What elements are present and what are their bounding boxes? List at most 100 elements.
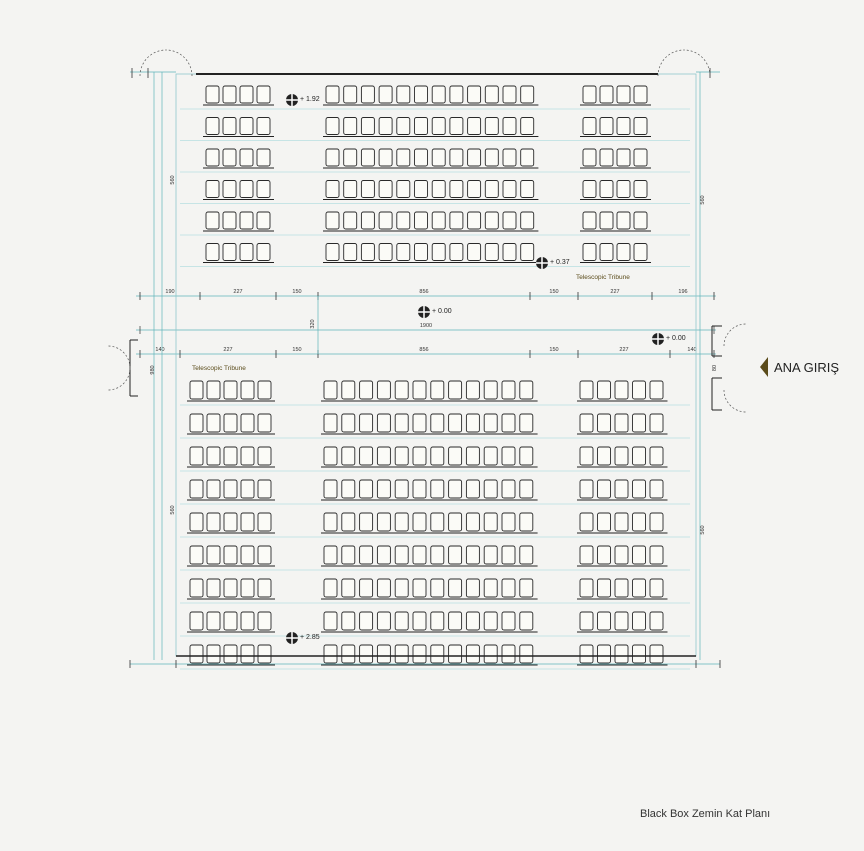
seat [414, 85, 428, 104]
seat [239, 180, 254, 198]
seat-row [321, 380, 538, 402]
seat [614, 446, 629, 466]
dimension-label: 227 [233, 289, 242, 295]
seat [360, 180, 375, 198]
seat [597, 644, 611, 664]
seat [257, 545, 272, 565]
seat [483, 413, 498, 433]
seat [257, 644, 272, 664]
seat [396, 243, 411, 261]
seat [341, 578, 356, 598]
seat [597, 611, 611, 631]
seat [431, 211, 446, 230]
seat [502, 211, 517, 230]
seat [616, 243, 631, 261]
level-marker: + 0.00 [418, 306, 452, 318]
seat [376, 578, 391, 598]
seat [359, 380, 374, 400]
seat [465, 545, 480, 565]
seat [189, 644, 204, 664]
seat [205, 211, 220, 230]
seat-row [323, 180, 539, 200]
seat [649, 446, 664, 466]
seat [189, 512, 204, 532]
seat [240, 380, 255, 400]
seat [520, 180, 535, 198]
seat [206, 446, 221, 466]
seat [378, 180, 393, 198]
seat [240, 446, 255, 466]
seat [579, 611, 594, 631]
seat [360, 85, 375, 104]
seat [632, 644, 646, 664]
seat [205, 243, 220, 261]
seat [223, 578, 238, 598]
seat [376, 380, 391, 400]
seat [633, 243, 648, 261]
seat [632, 512, 646, 532]
seat [448, 512, 463, 532]
seat-row [321, 545, 538, 567]
seat [257, 380, 272, 400]
seat-row [323, 85, 539, 106]
seat [449, 85, 464, 104]
seat [323, 446, 338, 466]
seat [579, 413, 594, 433]
seat [582, 211, 597, 230]
seat [223, 479, 238, 499]
seat [484, 117, 499, 135]
seat [449, 180, 464, 198]
seat [519, 644, 534, 664]
seat [360, 148, 375, 167]
dimension-label: 227 [610, 289, 619, 295]
level-marker: + 0.00 [652, 333, 686, 345]
seat [449, 148, 464, 167]
seat [323, 413, 338, 433]
seat [579, 446, 594, 466]
seat [222, 148, 237, 167]
seat [484, 85, 499, 104]
seat [632, 545, 646, 565]
seat [597, 512, 611, 532]
seat-row [577, 479, 668, 501]
seat [579, 644, 594, 664]
dimension-label: 856 [419, 347, 428, 353]
seat [520, 117, 535, 135]
dimension-label: 560 [700, 525, 706, 534]
seat [359, 413, 374, 433]
seat [649, 512, 664, 532]
level-marker: + 1.92 [286, 94, 320, 106]
seat [579, 545, 594, 565]
seat-row [321, 479, 538, 501]
seat [502, 117, 517, 135]
seat [448, 479, 463, 499]
seat [430, 380, 445, 400]
seat [189, 380, 204, 400]
seat [448, 413, 463, 433]
seat [430, 479, 445, 499]
seat [484, 180, 499, 198]
seat [599, 85, 614, 104]
seat [465, 380, 480, 400]
seat [323, 512, 338, 532]
seat [394, 479, 409, 499]
seat [519, 512, 534, 532]
seat [239, 117, 254, 135]
seat-row [577, 578, 668, 600]
seat [206, 545, 221, 565]
seat [632, 578, 646, 598]
seat [240, 578, 255, 598]
seat [448, 578, 463, 598]
dimension-label: 150 [292, 347, 301, 353]
seat [206, 479, 221, 499]
seat [222, 85, 237, 104]
seat [449, 211, 464, 230]
level-label: + 0.00 [432, 308, 452, 315]
seat [467, 148, 482, 167]
seat [616, 117, 631, 135]
seat [614, 545, 629, 565]
seat [240, 545, 255, 565]
seat [359, 545, 374, 565]
seat [343, 243, 358, 261]
